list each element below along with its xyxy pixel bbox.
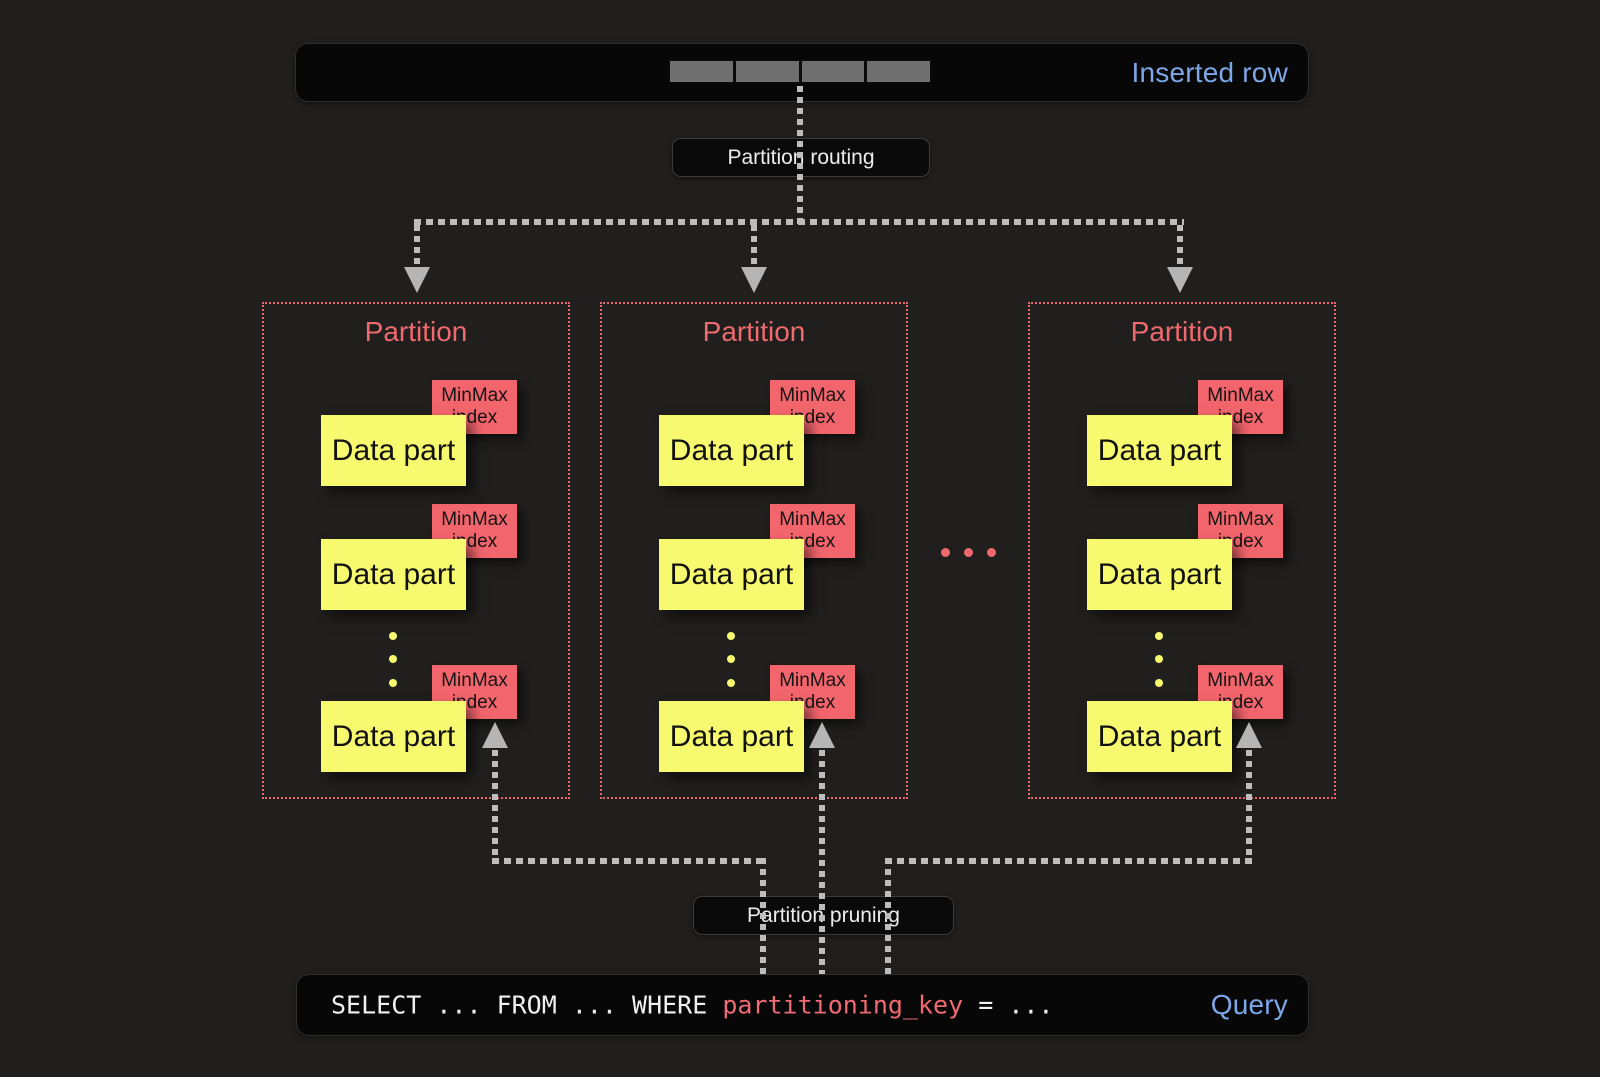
- routing-branch-right-vertical: [1177, 225, 1183, 267]
- routing-branch-middle-vertical: [751, 225, 757, 267]
- query-bar: SELECT ... FROM ... WHERE partitioning_k…: [296, 974, 1309, 1036]
- data-part-box: Data part: [659, 539, 804, 610]
- pruning-line-left-vertical-up: [492, 750, 498, 861]
- minmax-index-tag: MinMax index: [770, 380, 855, 434]
- arrow-down-icon: [741, 267, 767, 293]
- arrow-up-icon: [482, 722, 508, 748]
- minmax-index-tag: MinMax index: [432, 380, 517, 434]
- pruning-horizontal-left-line: [492, 858, 766, 864]
- partition-box-1: Partition MinMax index Data part MinMax …: [262, 302, 570, 799]
- ellipsis-dot: [389, 655, 397, 663]
- arrow-up-icon: [809, 722, 835, 748]
- partition-box-2: Partition MinMax index Data part MinMax …: [600, 302, 908, 799]
- data-part-box: Data part: [1087, 415, 1232, 486]
- arrow-up-icon: [1236, 722, 1262, 748]
- inserted-row-bar: Inserted row: [295, 43, 1309, 102]
- sql-query-text: SELECT ... FROM ... WHERE partitioning_k…: [331, 991, 1053, 1020]
- data-part-box: Data part: [1087, 539, 1232, 610]
- data-part-box: Data part: [659, 701, 804, 772]
- query-label: Query: [1210, 989, 1288, 1020]
- ellipsis-dot: [1155, 632, 1163, 640]
- routing-line-center-vertical: [797, 86, 803, 225]
- ellipsis-dot: [389, 632, 397, 640]
- row-segment: [867, 61, 930, 82]
- row-segment: [670, 61, 733, 82]
- ellipsis-dot: [727, 632, 735, 640]
- ellipsis-dot: [1155, 655, 1163, 663]
- partition-box-3: Partition MinMax index Data part MinMax …: [1028, 302, 1336, 799]
- partition-title: Partition: [364, 316, 468, 347]
- routing-branch-left-vertical: [414, 225, 420, 267]
- minmax-index-tag: MinMax index: [432, 665, 517, 719]
- data-part-box: Data part: [321, 415, 466, 486]
- partition-title: Partition: [1130, 316, 1234, 347]
- ellipsis-dot: [389, 679, 397, 687]
- ellipsis-dot: [1155, 679, 1163, 687]
- pruning-horizontal-right-line: [885, 858, 1252, 864]
- ellipsis-dot: [727, 679, 735, 687]
- data-part-box: Data part: [321, 539, 466, 610]
- inserted-row-label: Inserted row: [1131, 56, 1288, 88]
- pruning-line-center-vertical: [819, 750, 825, 974]
- partitions-ellipsis-dot: [941, 548, 950, 557]
- inserted-row-segments: [669, 60, 931, 83]
- sql-prefix: SELECT ... FROM ... WHERE: [331, 990, 723, 1020]
- arrow-down-icon: [1167, 267, 1193, 293]
- data-part-box: Data part: [659, 415, 804, 486]
- pruning-line-right-vertical-up: [1246, 750, 1252, 861]
- sql-suffix: = ...: [963, 990, 1054, 1020]
- partitions-ellipsis-dot: [987, 548, 996, 557]
- partition-title: Partition: [702, 316, 806, 347]
- row-segment: [735, 61, 799, 82]
- row-segment: [801, 61, 865, 82]
- data-part-box: Data part: [1087, 701, 1232, 772]
- routing-branch-horizontal-line: [414, 219, 1184, 225]
- sql-partitioning-key: partitioning_key: [722, 990, 964, 1020]
- data-part-box: Data part: [321, 701, 466, 772]
- pruning-line-right-vertical-down: [885, 858, 891, 974]
- partitions-ellipsis-dot: [964, 548, 973, 557]
- arrow-down-icon: [404, 267, 430, 293]
- ellipsis-dot: [727, 655, 735, 663]
- pruning-line-left-vertical-down: [760, 858, 766, 974]
